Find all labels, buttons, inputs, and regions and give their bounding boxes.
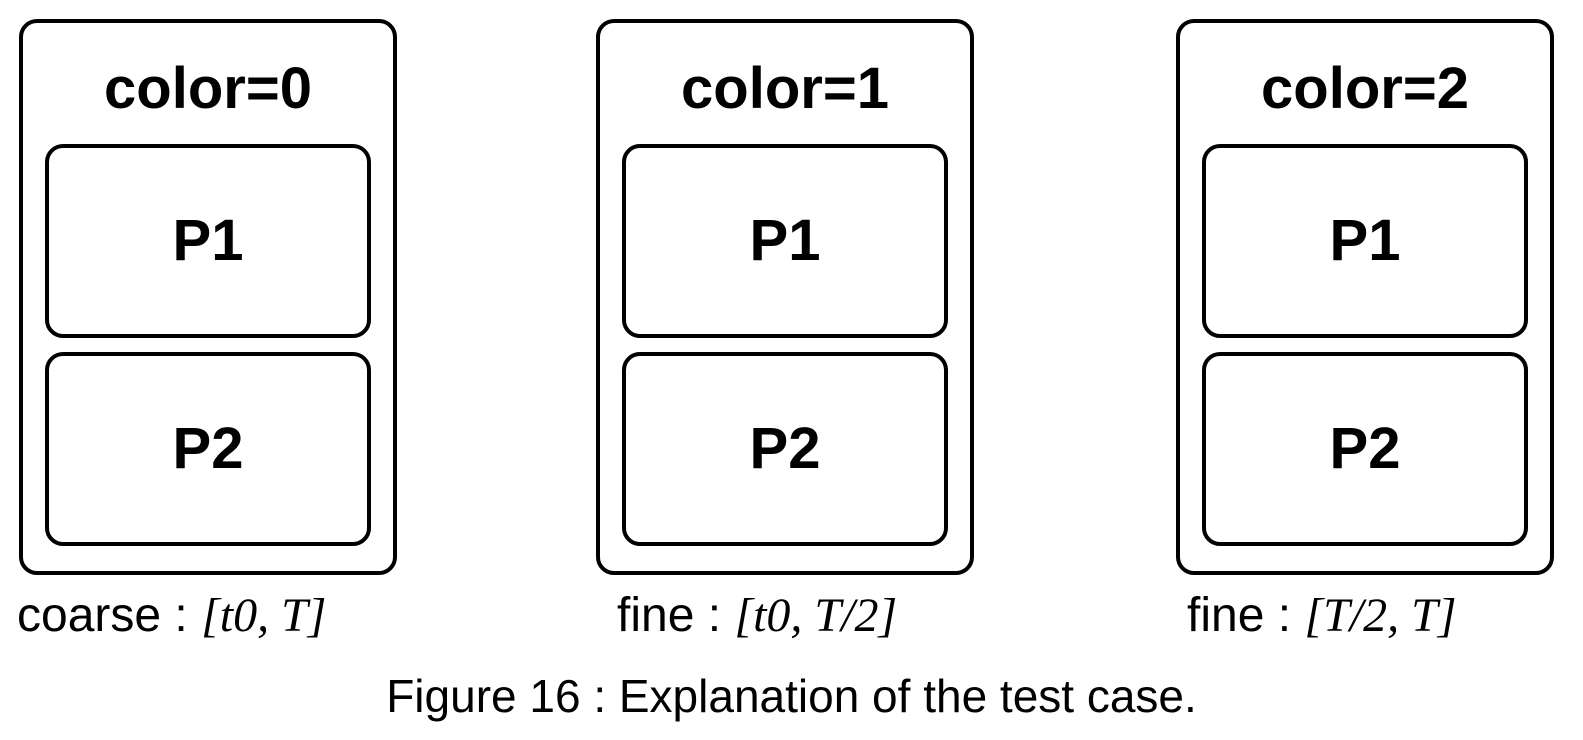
time-interval-caption: fine : [T/2, T] — [1187, 588, 1457, 644]
time-interval: [t0, T/2] — [734, 589, 898, 642]
process-box-p1: P1 — [1202, 144, 1528, 338]
process-label: P2 — [749, 416, 821, 481]
process-label: P1 — [1329, 208, 1401, 273]
color-group-1: color=1 P1 P2 fine : [t0, T/2] — [577, 0, 997, 660]
time-resolution-label: fine : — [1187, 589, 1305, 642]
color-label: color=1 — [681, 56, 889, 121]
time-resolution-label: fine : — [617, 589, 735, 642]
process-box-p2: P2 — [45, 352, 371, 546]
process-label: P2 — [172, 416, 244, 481]
time-resolution-label: coarse : — [17, 589, 202, 642]
color-label: color=0 — [104, 56, 312, 121]
time-interval-caption: coarse : [t0, T] — [17, 588, 326, 644]
time-interval: [T/2, T] — [1304, 589, 1457, 642]
color-box-0: color=0 P1 P2 — [19, 19, 397, 575]
figure-caption: Figure 16 : Explanation of the test case… — [386, 670, 1197, 722]
color-box-2: color=2 P1 P2 — [1176, 19, 1554, 575]
process-box-p2: P2 — [1202, 352, 1528, 546]
process-box-p1: P1 — [622, 144, 948, 338]
color-group-2: color=2 P1 P2 fine : [T/2, T] — [1157, 0, 1577, 660]
process-label: P1 — [749, 208, 821, 273]
color-box-1: color=1 P1 P2 — [596, 19, 974, 575]
process-label: P2 — [1329, 416, 1401, 481]
process-box-p2: P2 — [622, 352, 948, 546]
process-label: P1 — [172, 208, 244, 273]
color-label: color=2 — [1261, 56, 1469, 121]
time-interval-caption: fine : [t0, T/2] — [617, 588, 897, 644]
process-box-p1: P1 — [45, 144, 371, 338]
time-interval: [t0, T] — [201, 589, 327, 642]
color-group-0: color=0 P1 P2 coarse : [t0, T] — [0, 0, 420, 660]
